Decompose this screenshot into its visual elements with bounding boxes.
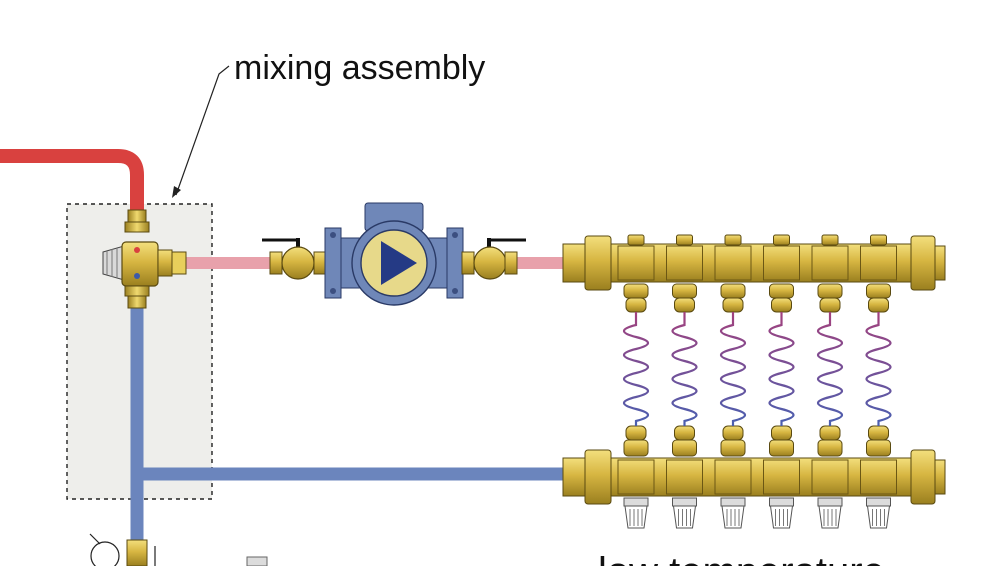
supply-outlet-fitting — [819, 297, 841, 313]
adjuster-cap — [720, 497, 746, 507]
return-inlet-fitting — [625, 425, 647, 441]
tubing-loop-icon — [768, 312, 795, 426]
supply-top-cap — [724, 234, 742, 246]
adjuster-knob — [624, 505, 648, 529]
manifold-section — [763, 459, 800, 495]
return-inlet-fitting — [722, 425, 744, 441]
return-inlet-nut — [623, 439, 649, 457]
adjuster-knob — [672, 505, 697, 529]
manifold-section — [714, 459, 752, 495]
tubing-loop-icon — [671, 312, 698, 426]
tubing-loop-icon — [865, 312, 892, 426]
supply-outlet-nut — [720, 283, 746, 299]
return-inlet-nut — [672, 439, 697, 457]
manifold-section — [714, 245, 752, 281]
supply-top-cap — [821, 234, 839, 246]
manifold-section — [811, 459, 849, 495]
partial-valve-icon — [89, 533, 268, 566]
return-inlet-nut — [769, 439, 794, 457]
manifold-section — [617, 245, 655, 281]
mixing-valve-icon — [102, 209, 187, 309]
adjuster-cap — [769, 497, 794, 507]
adjuster-knob — [721, 505, 745, 529]
adjuster-cap — [672, 497, 697, 507]
return-manifold-icon — [562, 449, 946, 505]
tubing-loops — [622, 312, 892, 426]
supply-outlet-ports — [617, 234, 897, 313]
manifold-section — [666, 459, 703, 495]
supply-outlet-nut — [623, 283, 649, 299]
circulator-pump-icon — [324, 202, 464, 306]
low-temperature-label: low temperature — [598, 550, 885, 566]
supply-top-cap — [870, 234, 887, 246]
hot-supply-pipe — [0, 149, 144, 220]
supply-top-cap — [773, 234, 790, 246]
return-inlet-fitting — [771, 425, 792, 441]
ball-valve-icon — [461, 238, 526, 280]
manifold-section — [617, 459, 655, 495]
supply-outlet-nut — [817, 283, 843, 299]
return-inlet-ports — [617, 425, 897, 529]
leader-arrowhead — [172, 186, 181, 198]
adjuster-knob — [769, 505, 794, 529]
supply-outlet-nut — [866, 283, 891, 299]
adjuster-cap — [866, 497, 891, 507]
tubing-loop-icon — [816, 312, 844, 426]
return-inlet-fitting — [674, 425, 695, 441]
adjuster-cap — [623, 497, 649, 507]
manifold-section — [811, 245, 849, 281]
return-inlet-nut — [720, 439, 746, 457]
supply-outlet-nut — [769, 283, 794, 299]
supply-outlet-fitting — [722, 297, 744, 313]
tubing-loop-icon — [622, 312, 650, 426]
supply-outlet-fitting — [625, 297, 647, 313]
adjuster-knob — [818, 505, 842, 529]
return-inlet-fitting — [819, 425, 841, 441]
adjuster-knob — [866, 505, 891, 529]
mixing-assembly-label: mixing assembly — [234, 49, 485, 87]
adjuster-cap — [817, 497, 843, 507]
manifold-section — [666, 245, 703, 281]
return-inlet-nut — [866, 439, 891, 457]
return-inlet-nut — [817, 439, 843, 457]
label-leader-line — [175, 65, 230, 196]
manifold-section — [860, 459, 897, 495]
return-inlet-fitting — [868, 425, 889, 441]
ball-valve-icon — [262, 238, 327, 280]
supply-top-cap — [676, 234, 693, 246]
tubing-loop-icon — [719, 312, 747, 426]
supply-top-cap — [627, 234, 645, 246]
supply-manifold-icon — [562, 235, 946, 291]
supply-outlet-fitting — [771, 297, 792, 313]
supply-outlet-fitting — [674, 297, 695, 313]
manifold-section — [860, 245, 897, 281]
manifold-section — [763, 245, 800, 281]
supply-outlet-nut — [672, 283, 697, 299]
supply-outlet-fitting — [868, 297, 889, 313]
